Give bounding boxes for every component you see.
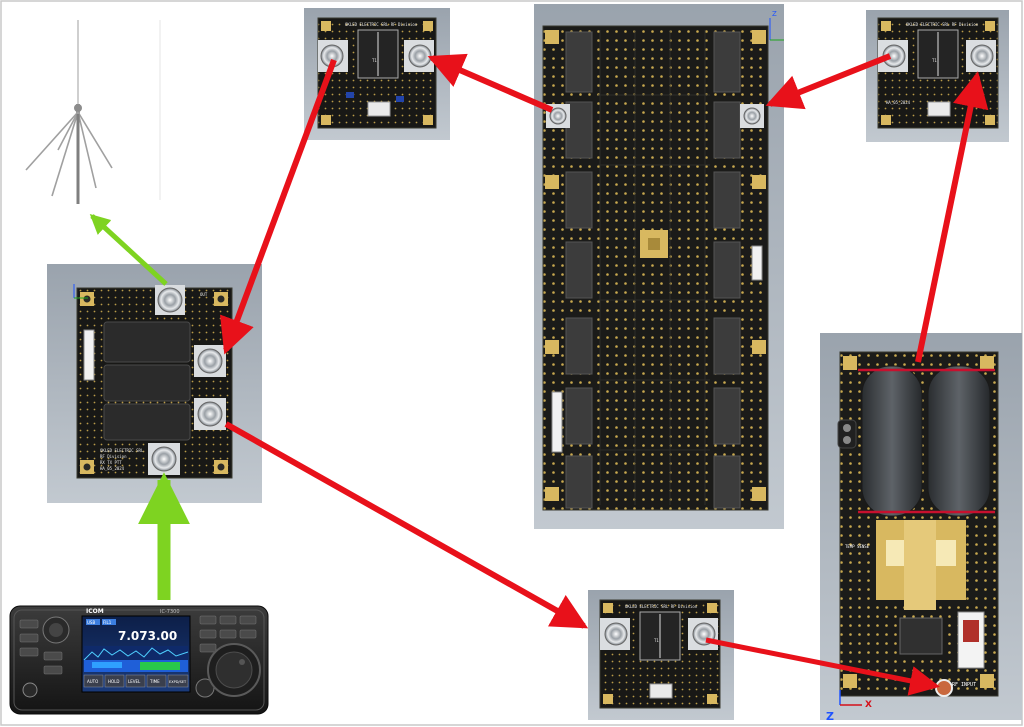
radio-softkey-row: AUTO HOLD LEVEL TIME EXPD/SET: [83, 674, 189, 688]
radio-frequency: 7.073.00: [118, 629, 177, 643]
radio-brand: ICOM: [86, 608, 104, 615]
radio-softkey-level: LEVEL: [128, 679, 141, 684]
relay-label-line2: RF Division: [100, 454, 127, 459]
splitter-board-top-right: OKLED ELECTRIC SRL RF Division T1 HA_05_…: [866, 10, 1009, 142]
splitter-tr-code: T1: [932, 58, 937, 63]
radio-mode-badge-2: FIL1: [103, 620, 112, 625]
arrow-combiner-to-top-left-splitter: [427, 53, 554, 113]
radio-softkey-hold: HOLD: [108, 679, 119, 684]
arrow-top-right-splitter-to-combiner: [765, 53, 892, 110]
pa-label-rf-input: RF INPUT: [952, 682, 976, 688]
arrow-switch-to-bottom-splitter: [224, 421, 589, 629]
pa-label-temp: TEMP SENSE: [845, 544, 870, 549]
radio-transceiver: USB FIL1 ICOM IC-7300 7.073.00 AUTO HOLD…: [9, 605, 269, 715]
splitter-tr-label: OKLED ELECTRIC SRL RF Division: [906, 22, 979, 27]
relay-switch-panel: OKLED ELECTRIC SRL RF Division RX TX PTT…: [47, 264, 262, 503]
radio-mode-badge-1: USB: [87, 620, 95, 625]
splitter-tr-date: HA_05_2024: [886, 100, 911, 105]
pa-axis-x: X: [865, 700, 872, 710]
splitter-bottom-code: T1: [654, 638, 659, 643]
pa-board: RF INPUT TEMP SENSE Z X: [820, 333, 1022, 723]
relay-label-line4: HA_05_2024: [100, 466, 125, 471]
arrow-pa-to-top-right-splitter: [915, 71, 989, 363]
splitter-bottom-label: OKLED ELECTRIC SRL RF Division: [625, 604, 698, 609]
splitter-board-bottom: OKLED ELECTRIC SRL RF Division T1: [588, 590, 734, 720]
ground-plane-antenna: [25, 20, 161, 204]
signal-arrows: [89, 53, 989, 696]
arrow-bottom-splitter-to-pa: [705, 637, 940, 696]
relay-label-out: OUT: [200, 292, 208, 297]
radio-softkey-expd: EXPD/SET: [169, 680, 187, 684]
radio-model: IC-7300: [160, 609, 180, 615]
center-axis-z: Z: [772, 10, 777, 18]
arrow-top-left-splitter-to-switch: [220, 58, 337, 355]
splitter-tl-code: T1: [372, 58, 377, 63]
relay-label-line1: OKLED ELECTRIC SRL: [100, 448, 144, 453]
arrow-switch-to-antenna: [89, 213, 168, 286]
radio-softkey-auto: AUTO: [87, 679, 98, 684]
center-combiner-board: Z: [534, 4, 784, 529]
radio-softkey-time: TIME: [149, 679, 160, 684]
splitter-board-top-left: OKLED ELECTRIC SRL RF Division T1: [304, 8, 450, 140]
pa-axis-z: Z: [826, 710, 834, 723]
relay-label-line3: RX TX PTT: [100, 460, 122, 465]
splitter-tl-label: OKLED ELECTRIC SRL RF Division: [345, 22, 418, 27]
